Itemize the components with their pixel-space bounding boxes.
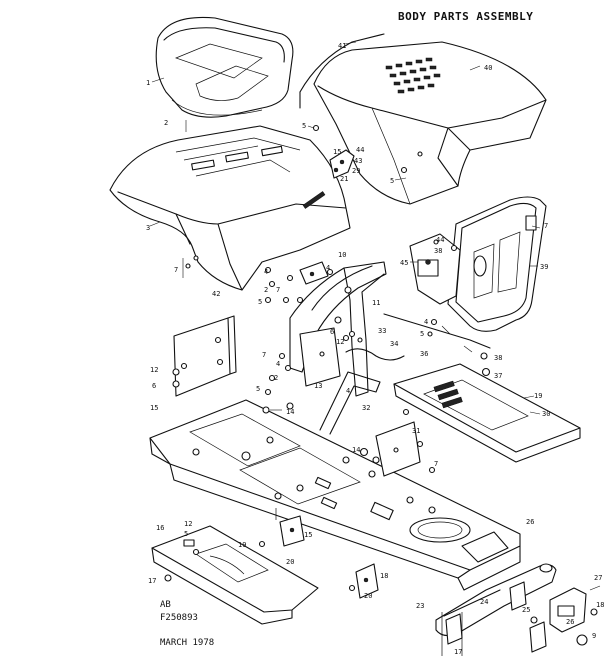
callout-2c: 2 — [274, 374, 278, 382]
fender-pan — [109, 125, 351, 291]
callout-11: 11 — [372, 299, 380, 307]
callout-7b: 7 — [544, 222, 548, 230]
callout-37: 37 — [494, 372, 502, 380]
callout-40: 40 — [484, 64, 492, 72]
callout-6a: 6 — [330, 328, 334, 336]
panel-bracket — [409, 233, 461, 305]
callout-26a: 26 — [526, 518, 534, 526]
callout-17a: 17 — [148, 577, 156, 585]
callout-1: 1 — [146, 79, 150, 87]
footer-code-2: F250893 — [160, 613, 198, 623]
callout-39: 39 — [540, 263, 548, 271]
callout-7a: 7 — [174, 266, 178, 274]
bracket-18 — [355, 563, 379, 599]
callout-18a: 18 — [380, 572, 388, 580]
callout-12b: 12 — [150, 366, 158, 374]
footrest — [151, 525, 319, 625]
callout-19a: 19 — [534, 392, 542, 400]
frame-chassis — [149, 399, 521, 591]
callout-21: 21 — [340, 175, 348, 183]
callout-4c: 4 — [424, 318, 428, 326]
hardware-bolts — [185, 255, 363, 410]
callout-26b: 26 — [566, 618, 574, 626]
callout-5a: 5 — [302, 122, 306, 130]
callout-15c: 15 — [304, 531, 312, 539]
floor-board — [393, 363, 581, 463]
callout-4e: 4 — [346, 387, 350, 395]
callout-9: 9 — [592, 632, 596, 640]
callout-35: 38 — [494, 354, 502, 362]
hood — [313, 41, 547, 205]
callout-31: 31 — [412, 427, 420, 435]
callout-12c: 12 — [184, 520, 192, 528]
callout-5c: 5 — [258, 298, 262, 306]
callout-43: 43 — [354, 157, 362, 165]
callout-12a: 12 — [336, 338, 344, 346]
callout-42: 42 — [212, 290, 220, 298]
callout-29: 29 — [352, 167, 360, 175]
callout-2b: 2 — [264, 286, 268, 294]
callout-16: 16 — [156, 524, 164, 532]
callout-5d: 5 — [420, 330, 424, 338]
page-title: BODY PARTS ASSEMBLY — [398, 10, 534, 23]
cable-34 — [345, 348, 405, 361]
callout-25: 25 — [522, 606, 530, 614]
callout-5b: 5 — [390, 177, 394, 185]
callout-34: 34 — [390, 340, 398, 348]
callout-4d: 4 — [276, 360, 280, 368]
brake-rod — [383, 313, 491, 349]
callout-20a: 20 — [286, 558, 294, 566]
callout-23: 23 — [416, 602, 424, 610]
callout-14b: 14 — [352, 446, 360, 454]
callout-labels: 1 2 3 7 42 41 40 5 15 44 43 29 21 5 7 44… — [146, 42, 604, 656]
callout-6b: 6 — [152, 382, 156, 390]
footrest-bracket-15 — [279, 515, 305, 547]
callout-2: 2 — [164, 119, 168, 127]
callout-44a: 44 — [356, 146, 364, 154]
callout-41: 41 — [338, 42, 346, 50]
callout-4a: 4 — [326, 264, 330, 272]
callout-7d: 7 — [262, 351, 266, 359]
bracket-9 — [299, 261, 329, 285]
callout-24: 24 — [480, 598, 488, 606]
callout-15a: 15 — [333, 148, 341, 156]
callout-14a: 14 — [286, 408, 294, 416]
seat — [155, 16, 294, 118]
hinge-bracket — [329, 149, 355, 179]
callout-17b: 17 — [454, 648, 462, 656]
callout-38: 38 — [434, 247, 442, 255]
callout-7e: 7 — [434, 460, 438, 468]
dash-panel — [447, 196, 547, 332]
callout-19b: 19 — [238, 541, 246, 549]
hood-grille — [385, 57, 441, 94]
callout-36: 36 — [420, 350, 428, 358]
callout-45: 45 — [400, 259, 408, 267]
callout-33: 33 — [378, 327, 386, 335]
callout-10: 10 — [338, 251, 346, 259]
callout-3: 3 — [146, 224, 150, 232]
callout-13: 13 — [314, 382, 322, 390]
side-bracket-12 — [173, 315, 237, 397]
footer-date: MARCH 1978 — [160, 638, 215, 648]
spindle-bracket — [529, 587, 598, 653]
link-rod — [319, 371, 381, 435]
callout-27: 27 — [594, 574, 602, 582]
callout-5e: 5 — [256, 385, 260, 393]
callout-15b: 15 — [150, 404, 158, 412]
front-axle — [435, 563, 557, 645]
callout-7c: 7 — [276, 286, 280, 294]
plate-31 — [375, 421, 421, 477]
hinge-rod — [299, 33, 385, 109]
callout-20b: 20 — [364, 592, 372, 600]
footer-code-1: AB — [160, 600, 171, 610]
callout-4b: 4 — [264, 268, 268, 276]
side-panel-13 — [299, 327, 341, 387]
callout-18b: 18 — [596, 601, 604, 609]
callout-32: 32 — [362, 404, 370, 412]
callout-30: 30 — [542, 410, 550, 418]
callout-5f: 5 — [184, 530, 188, 538]
callout-44b: 44 — [436, 236, 444, 244]
